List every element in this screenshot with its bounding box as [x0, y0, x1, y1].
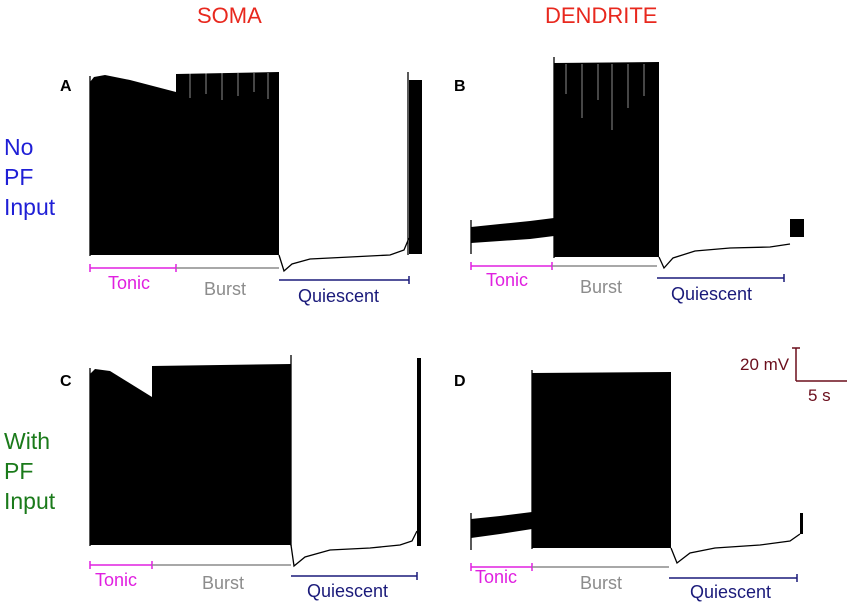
- panel-c-late-tonic-trace: [417, 358, 421, 546]
- dendrite-column-title: DENDRITE: [545, 3, 658, 28]
- panel-b-tonic-bar: [470, 262, 553, 270]
- panel-b-quiescent-trace: [658, 243, 791, 270]
- panel-a-late-tonic-trace: [409, 80, 422, 254]
- scale-bar: [792, 347, 847, 382]
- with-pf-input-label-line1: With: [4, 428, 50, 454]
- panel-d-quiescent-bar: [669, 574, 798, 582]
- panel-b-spike-artifacts: [565, 64, 645, 130]
- panel-c-letter: C: [60, 373, 72, 390]
- panel-c-quiescent-trace: [290, 530, 418, 568]
- panel-a-tonic-label: Tonic: [108, 273, 151, 293]
- panel-a-tonic-bar: [89, 264, 177, 272]
- panel-a-spike-artifacts: [189, 73, 269, 100]
- panel-a-quiescent-label: Quiescent: [298, 286, 380, 306]
- no-pf-input-label-line1: No: [4, 134, 34, 160]
- panel-a-letter: A: [60, 78, 72, 95]
- panel-b-burst-label: Burst: [580, 277, 623, 297]
- panel-c-quiescent-bar: [291, 572, 418, 580]
- panel-d-quiescent-label: Quiescent: [690, 582, 772, 602]
- panel-a-burst-trace: [176, 72, 279, 255]
- with-pf-input-label-line3: Input: [4, 488, 56, 514]
- trace-onset-ticks: [89, 57, 555, 550]
- scale-bar-time-label: 5 s: [808, 386, 831, 405]
- scale-bar-voltage-label: 20 mV: [740, 355, 790, 374]
- panel-d-quiescent-trace: [670, 533, 801, 565]
- panel-b-tonic-label: Tonic: [486, 270, 529, 290]
- panel-c-burst-trace: [152, 364, 291, 545]
- panel-d-late-tonic-trace: [800, 513, 803, 534]
- panel-a-quiescent-trace: [278, 237, 410, 273]
- no-pf-input-label-line3: Input: [4, 194, 56, 220]
- panel-d-burst-trace: [532, 372, 671, 548]
- panel-d-tonic-label: Tonic: [475, 567, 518, 587]
- panel-c-tonic-bar: [89, 561, 153, 569]
- panel-b-late-tonic-trace: [790, 219, 804, 237]
- panel-c-burst-label: Burst: [202, 573, 245, 593]
- panel-c-tonic-label: Tonic: [95, 570, 138, 590]
- panel-d-tonic-trace: [471, 512, 532, 538]
- panel-b-tonic-trace: [471, 218, 554, 243]
- soma-column-title: SOMA: [197, 3, 262, 28]
- no-pf-input-label-line2: PF: [4, 164, 34, 190]
- panel-c-tonic-trace: [90, 369, 152, 545]
- panel-b-letter: B: [454, 78, 466, 95]
- panel-a-tonic-trace: [90, 75, 176, 255]
- panel-b-burst-trace: [554, 62, 659, 257]
- panel-c-quiescent-label: Quiescent: [307, 581, 389, 601]
- panel-d-burst-label: Burst: [580, 573, 623, 593]
- panel-a-burst-label: Burst: [204, 279, 247, 299]
- panel-d-letter: D: [454, 373, 466, 390]
- panel-b-quiescent-bar: [657, 274, 785, 282]
- panel-b-quiescent-label: Quiescent: [671, 284, 753, 304]
- with-pf-input-label-line2: PF: [4, 458, 34, 484]
- panel-a-quiescent-bar: [279, 276, 410, 284]
